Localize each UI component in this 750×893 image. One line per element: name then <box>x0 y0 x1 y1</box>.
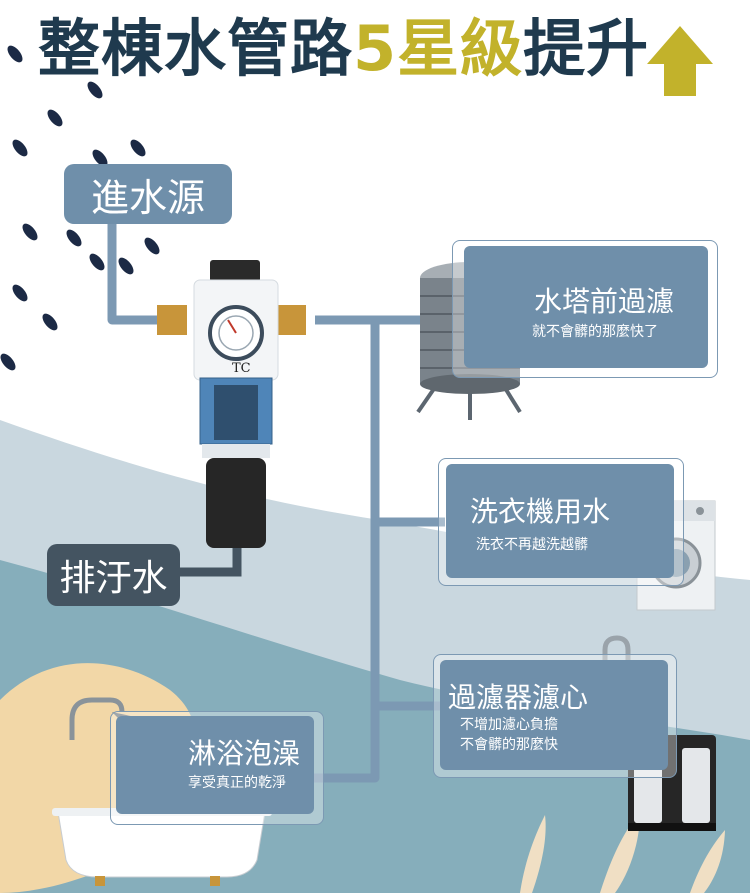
drain-pipe <box>178 540 242 577</box>
title-part-end: 提升 <box>523 12 650 85</box>
washer-card-desc: 洗衣不再越洗越髒 <box>476 537 588 553</box>
title-part-main: 整棟水管路 <box>38 12 354 85</box>
leaf-left <box>520 815 546 893</box>
drain-label: 排汙水 <box>47 544 180 606</box>
shower-card-title: 淋浴泡澡 <box>188 737 301 770</box>
tower-card-desc: 就不會髒的那麼快了 <box>532 324 658 340</box>
pre-filter-unit <box>157 260 306 548</box>
tower-card: 水塔前過濾 就不會髒的那麼快了 <box>464 246 708 368</box>
pipe-network <box>107 222 445 783</box>
shower-card: 淋浴泡澡 享受真正的乾淨 <box>116 716 314 814</box>
brand-mark: TC <box>232 361 251 376</box>
leaf-right <box>690 830 725 893</box>
tower-card-title: 水塔前過濾 <box>534 285 675 318</box>
purifier-card-desc-line1: 不增加濾心負擔 <box>460 717 558 733</box>
washer-card: 洗衣機用水 洗衣不再越洗越髒 <box>446 464 674 578</box>
purifier-card-desc-line2: 不會髒的那麼快 <box>460 737 558 753</box>
washer-card-title: 洗衣機用水 <box>470 495 611 528</box>
decorative-drops <box>0 45 160 371</box>
shower-card-desc: 享受真正的乾淨 <box>188 775 286 791</box>
title-part-highlight: 5星級 <box>353 12 524 85</box>
leaf-mid <box>600 812 640 893</box>
up-arrow-icon <box>647 26 713 96</box>
page-title: 整棟水管路5星級提升 <box>38 18 649 80</box>
water-source-label: 進水源 <box>64 164 232 224</box>
purifier-card: 過濾器濾心 不增加濾心負擔 不會髒的那麼快 <box>440 660 668 770</box>
purifier-card-title: 過濾器濾心 <box>448 681 589 714</box>
